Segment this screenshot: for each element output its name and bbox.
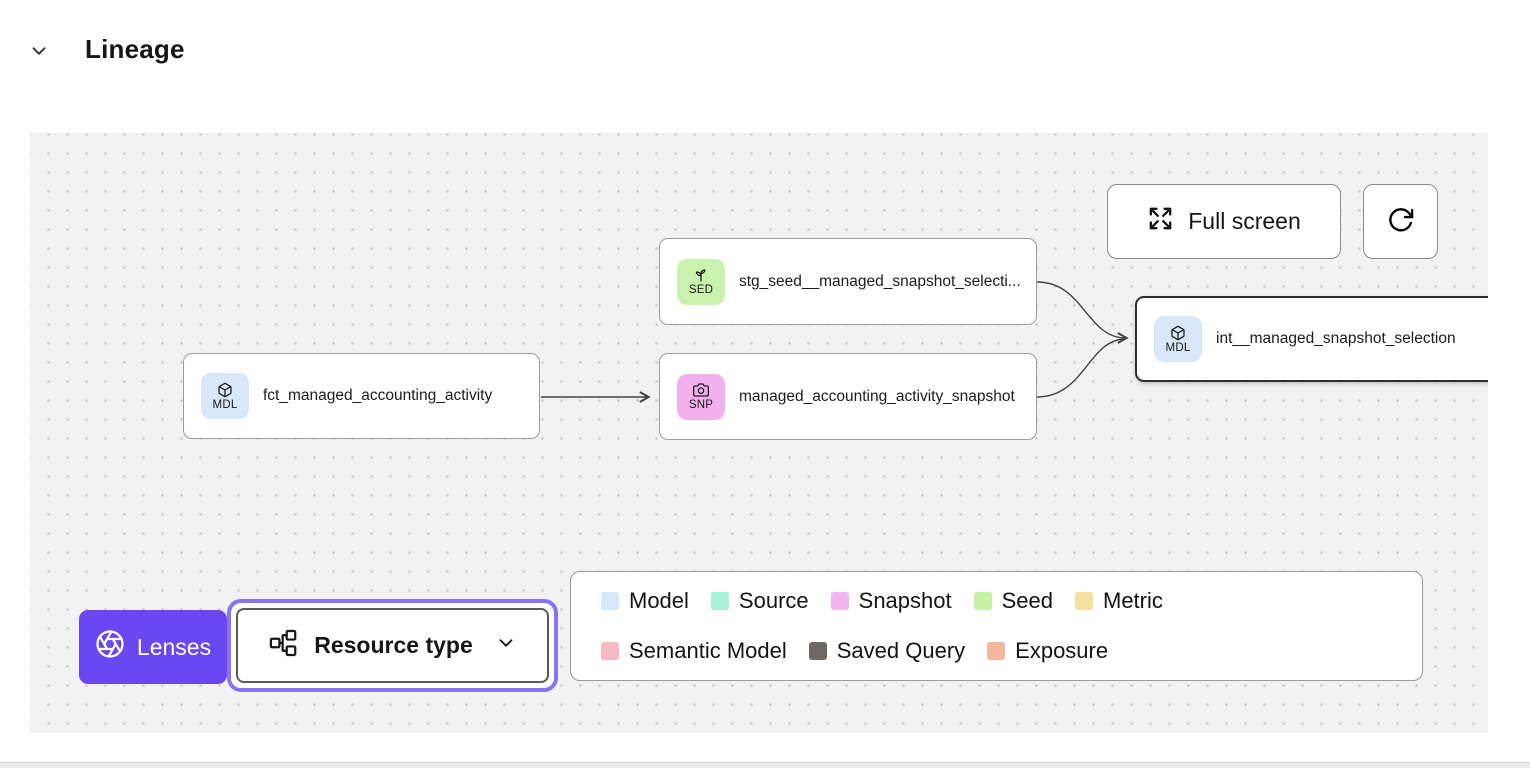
full-screen-button[interactable]: Full screen	[1107, 184, 1341, 259]
legend-label: Source	[738, 588, 809, 613]
resource-type-dropdown[interactable]: Resource type	[236, 608, 549, 683]
lineage-node-managed-accounting-activity-snapshot[interactable]: SNP managed_accounting_activity_snapshot	[659, 353, 1037, 440]
aperture-icon	[95, 629, 125, 665]
legend-label: Semantic Model	[629, 638, 787, 663]
full-screen-label: Full screen	[1188, 208, 1301, 234]
legend-label: Metric	[1103, 588, 1163, 613]
snapshot-badge: SNP	[677, 373, 725, 420]
edge-seed-to-int	[1036, 281, 1129, 344]
legend-item-metric: Metric	[1075, 588, 1163, 614]
lenses-label: Lenses	[136, 633, 212, 660]
lineage-section-header: Lineage	[0, 0, 1530, 100]
legend-swatch	[601, 592, 619, 610]
legend-item-exposure: Exposure	[987, 638, 1108, 664]
lineage-canvas[interactable]: Full screen SED stg_seed__managed_snapsh…	[30, 133, 1488, 733]
legend-label: Exposure	[1015, 638, 1109, 663]
camera-icon	[693, 383, 709, 397]
bottom-divider	[0, 762, 1530, 768]
legend-swatch	[1075, 592, 1093, 610]
lineage-node-stg-seed[interactable]: SED stg_seed__managed_snapshot_selecti..…	[659, 238, 1037, 325]
node-label: fct_managed_accounting_activity	[263, 387, 493, 404]
chevron-down-icon[interactable]	[28, 40, 50, 62]
node-label: int__managed_snapshot_selection	[1216, 330, 1456, 347]
badge-label: SED	[688, 284, 714, 296]
legend-row-1: Model Source Snapshot Seed Metric	[601, 588, 1392, 614]
sprout-icon	[695, 269, 706, 282]
node-label: managed_accounting_activity_snapshot	[739, 387, 1015, 405]
legend-swatch	[601, 642, 619, 660]
expand-arrows-icon	[1147, 205, 1174, 238]
node-label: stg_seed__managed_snapshot_selecti...	[739, 272, 1021, 290]
legend-swatch	[710, 592, 729, 610]
badge-label: SNP	[688, 399, 714, 411]
page-title: Lineage	[85, 34, 185, 64]
resource-type-label: Resource type	[314, 632, 473, 658]
legend-swatch	[808, 642, 827, 660]
legend-label: Snapshot	[858, 588, 952, 613]
chevron-down-icon	[495, 632, 517, 660]
legend-item-source: Source	[710, 588, 809, 614]
lenses-button[interactable]: Lenses	[79, 610, 227, 684]
sitemap-icon	[268, 628, 298, 664]
edge-snp-to-int	[1036, 338, 1125, 398]
badge-label: MDL	[1165, 341, 1191, 354]
badge-label: MDL	[212, 398, 238, 411]
cube-icon	[218, 382, 232, 397]
refresh-button[interactable]	[1363, 184, 1438, 259]
seed-badge: SED	[677, 258, 725, 305]
legend-item-model: Model	[601, 588, 689, 614]
model-badge: MDL	[1154, 316, 1202, 362]
legend-swatch	[973, 592, 992, 610]
legend-label: Model	[629, 588, 689, 613]
resource-type-focus-ring: Resource type	[227, 599, 558, 692]
model-badge: MDL	[201, 373, 249, 419]
cube-icon	[1171, 325, 1185, 340]
refresh-icon	[1387, 206, 1415, 237]
legend-label: Seed	[1001, 588, 1053, 613]
lineage-node-int-managed-snapshot-selection[interactable]: MDL int__managed_snapshot_selection	[1135, 296, 1488, 382]
legend-row-2: Semantic Model Saved Query Exposure	[601, 638, 1392, 664]
lineage-node-fct-managed-accounting-activity[interactable]: MDL fct_managed_accounting_activity	[183, 353, 540, 439]
legend-item-seed: Seed	[973, 588, 1053, 614]
legend-item-saved-query: Saved Query	[808, 638, 966, 664]
legend-item-semantic-model: Semantic Model	[601, 638, 787, 664]
legend-label: Saved Query	[836, 638, 966, 663]
legend-swatch	[830, 592, 849, 610]
lineage-legend: Model Source Snapshot Seed Metric S	[570, 571, 1423, 681]
legend-swatch	[987, 642, 1006, 660]
legend-item-snapshot: Snapshot	[830, 588, 952, 614]
